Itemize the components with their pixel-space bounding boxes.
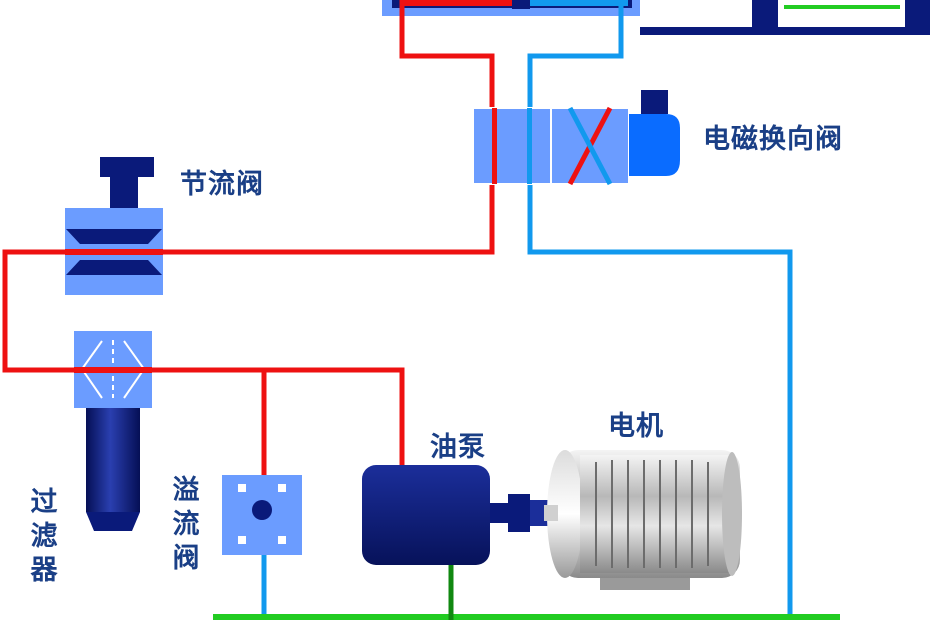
filter-label: 过滤器: [30, 487, 58, 586]
solenoid-directional-valve: [472, 90, 680, 186]
relief-valve: [222, 475, 302, 555]
solenoid-coil: [629, 90, 680, 176]
throttle-valve-label: 节流阀: [180, 169, 264, 200]
tank-line: [213, 565, 840, 620]
oil-pump: [362, 465, 548, 565]
pressure-line: [2, 0, 495, 475]
electric-motor: [544, 450, 742, 590]
hydraulic-cylinder: [382, 0, 640, 16]
relief-valve-label: 溢流阀: [172, 475, 200, 574]
solenoid-valve-label: 电磁换向阀: [703, 124, 843, 155]
worktable: [640, 0, 930, 35]
throttle-valve: [65, 157, 163, 295]
motor-label: 电机: [608, 411, 664, 442]
filter: [74, 331, 152, 531]
oil-pump-label: 油泵: [430, 432, 486, 463]
